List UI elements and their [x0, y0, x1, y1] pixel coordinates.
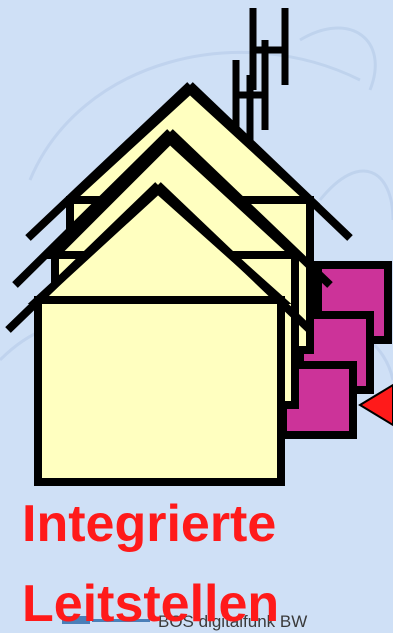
title-line-1: Integrierte — [22, 498, 276, 550]
title-line-2: Leitstellen — [22, 578, 279, 630]
